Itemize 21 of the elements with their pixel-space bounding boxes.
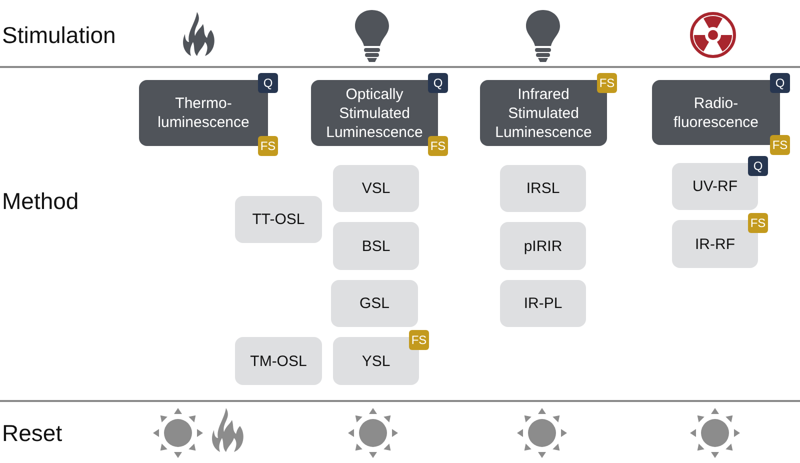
technique-box: IRSL <box>500 165 586 212</box>
technique-box: TT-OSL <box>235 196 322 243</box>
tag-badge: FS <box>748 213 768 233</box>
tag-badge: FS <box>428 136 448 156</box>
technique-box: pIRIR <box>500 222 586 270</box>
tag-badge: Q <box>258 73 278 93</box>
technique-box: BSL <box>333 222 419 270</box>
tag-badge: FS <box>409 330 429 350</box>
row-heading: Stimulation <box>2 22 116 49</box>
row-heading: Reset <box>2 420 62 447</box>
tag-badge: FS <box>770 135 790 155</box>
tag-badge: FS <box>597 73 617 93</box>
tag-badge: Q <box>428 73 448 93</box>
technique-box: VSL <box>333 165 419 212</box>
technique-box: IR-PL <box>500 280 586 327</box>
row-heading: Method <box>2 188 79 215</box>
technique-box: TM-OSL <box>235 337 322 385</box>
tag-badge: Q <box>770 73 790 93</box>
technique-box: GSL <box>331 280 418 327</box>
tag-badge: Q <box>748 156 768 176</box>
tag-badge: FS <box>258 136 278 156</box>
